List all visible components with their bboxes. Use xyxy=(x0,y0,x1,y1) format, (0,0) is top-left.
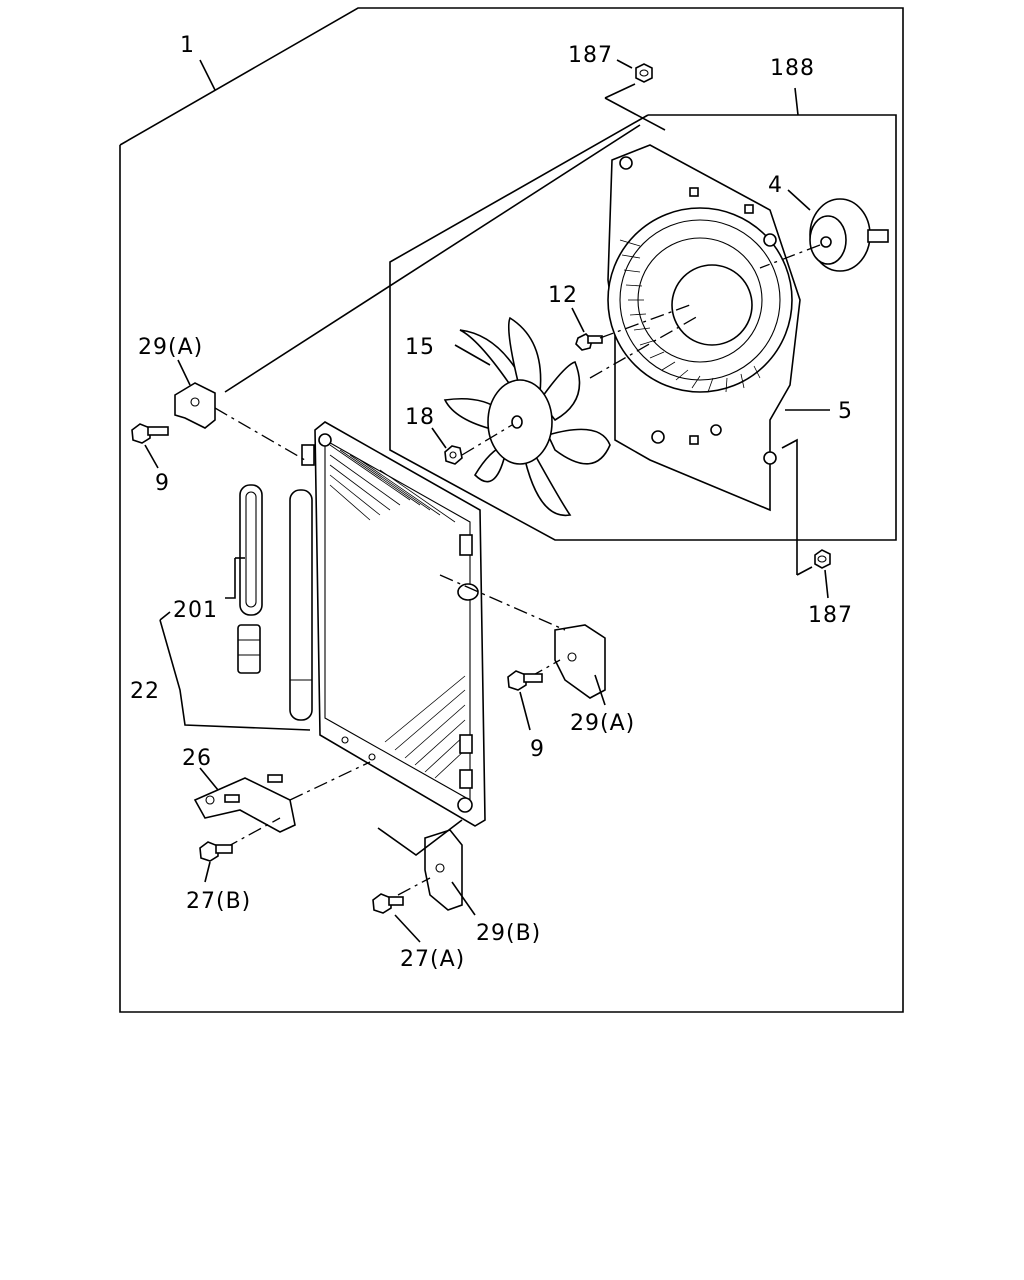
desiccant-kit xyxy=(225,484,263,674)
bolt-left xyxy=(131,423,169,469)
fan-nut xyxy=(431,424,513,465)
nut-187-top xyxy=(616,59,653,83)
cooling-fan xyxy=(443,314,701,517)
label-desiccant: 201 xyxy=(173,598,218,623)
condenser-leader xyxy=(159,619,311,731)
label-bracket-right: 29(A) xyxy=(570,711,635,736)
label-bracket-left: 29(A) xyxy=(138,335,203,360)
label-lower-bracket: 26 xyxy=(182,746,212,771)
bolt-27b xyxy=(199,841,233,883)
bracket-29b xyxy=(377,819,476,916)
label-nut-bottom: 187 xyxy=(808,603,853,628)
label-bolt-27a: 27(A) xyxy=(400,947,465,972)
bracket-left xyxy=(174,124,641,461)
label-nut-top: 187 xyxy=(568,43,613,68)
label-condenser: 22 xyxy=(130,679,160,704)
label-screw: 12 xyxy=(548,283,578,308)
nut-187-bottom xyxy=(781,438,831,599)
condenser xyxy=(289,421,486,827)
lower-bracket xyxy=(193,761,371,849)
label-shroud: 5 xyxy=(838,399,853,424)
assembly-frame xyxy=(119,7,904,1013)
condenser-leader-top xyxy=(159,611,171,621)
label-motor: 4 xyxy=(768,173,783,198)
fan-motor xyxy=(759,189,889,272)
label-bracket-29b: 29(B) xyxy=(476,921,541,946)
bolt-right xyxy=(507,670,543,731)
label-bolt-right: 9 xyxy=(530,737,545,762)
bracket-right xyxy=(439,574,606,706)
fan-shroud xyxy=(607,144,830,512)
label-assembly: 1 xyxy=(180,33,195,58)
bolt-27a xyxy=(372,893,421,943)
label-fan-nut: 18 xyxy=(405,405,435,430)
shroud-group-frame xyxy=(389,83,897,541)
label-bolt-left: 9 xyxy=(155,471,170,496)
label-bolt-27b: 27(B) xyxy=(186,889,251,914)
screw xyxy=(571,304,691,351)
label-fan: 15 xyxy=(405,335,435,360)
label-shroud-group: 188 xyxy=(770,56,815,81)
